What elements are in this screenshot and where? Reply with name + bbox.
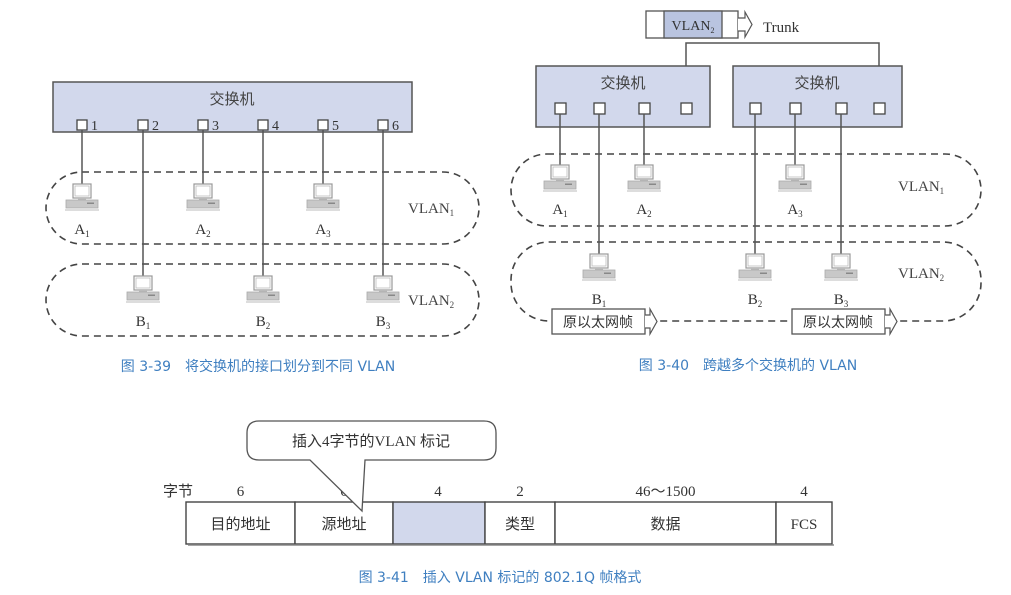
computer-icon — [245, 275, 281, 304]
port-number: 1 — [91, 119, 98, 134]
port-3 — [197, 119, 209, 131]
computer-icon — [125, 275, 161, 304]
host-b2-label: B2 — [748, 292, 763, 309]
vlan1-label: VLAN1 — [408, 201, 454, 218]
switch-right — [732, 65, 903, 128]
bytes-label: 字节 — [163, 483, 193, 500]
switch-right-label: 交换机 — [794, 74, 839, 92]
port — [593, 102, 606, 115]
port-4 — [257, 119, 269, 131]
field-2 — [294, 501, 394, 545]
vlan2-label: VLAN2 — [898, 266, 944, 283]
port — [680, 102, 693, 115]
port — [554, 102, 567, 115]
trunk-frame-tag-label: VLAN2 — [672, 19, 715, 35]
callout-text: 插入4字节的VLAN 标记 — [292, 433, 450, 450]
host-a1-label: A1 — [74, 222, 89, 239]
trunk-arrow-icon — [738, 9, 753, 40]
vlan1-label: VLAN1 — [898, 179, 944, 196]
port-number: 5 — [332, 119, 339, 134]
port-number: 6 — [392, 119, 399, 134]
figure-3-40: VLAN2 Trunk 交换机 交换机 VLAN1 VLAN2 A1 A2 A3B1… — [510, 9, 982, 374]
switch-label: 交换机 — [209, 90, 254, 108]
caption-3-39: 图 3-39 将交换机的接口划分到不同 VLAN — [121, 358, 395, 375]
port-1 — [76, 119, 88, 131]
vlan2-boundary — [510, 241, 982, 322]
port-row — [554, 102, 886, 115]
caption-3-40: 图 3-40 跨越多个交换机的 VLAN — [639, 357, 857, 374]
trunk-label: Trunk — [763, 20, 800, 36]
original-frame-right: 原以太网帧 — [791, 306, 898, 337]
vlan2-label: VLAN2 — [408, 293, 454, 310]
field-name: 类型 — [505, 516, 535, 533]
field-4 — [484, 501, 556, 545]
host-a3-label: A3 — [315, 222, 331, 239]
switch-left — [535, 65, 711, 128]
computer-icon — [365, 275, 401, 304]
port-number: 3 — [212, 119, 219, 134]
field-name: 目的地址 — [210, 516, 270, 533]
field-1 — [185, 501, 296, 545]
computer-icon — [737, 253, 773, 282]
field-3 — [392, 501, 486, 545]
host-b1-label: B1 — [136, 314, 151, 331]
host-b1-label: B1 — [592, 292, 607, 309]
port-number: 4 — [272, 119, 279, 134]
original-frame-left: 原以太网帧 — [551, 306, 658, 337]
computer-icon — [581, 253, 617, 282]
caption-3-41: 图 3-41 插入 VLAN 标记的 802.1Q 帧格式 — [359, 570, 642, 586]
computer-icon — [823, 253, 859, 282]
frame-arrow-icon — [645, 306, 658, 337]
port — [638, 102, 651, 115]
port-number: 2 — [152, 119, 159, 134]
switch-left-label: 交换机 — [600, 74, 645, 92]
port-2 — [137, 119, 149, 131]
host-b3-label: B3 — [376, 314, 391, 331]
svg-text:原以太网帧: 原以太网帧 — [803, 315, 873, 331]
field-size: 2 — [516, 484, 524, 500]
port — [789, 102, 802, 115]
host-a3-label: A3 — [787, 202, 803, 219]
computer-icon — [777, 164, 813, 193]
field-name: 数据 — [650, 516, 680, 533]
computer-icon — [64, 183, 100, 212]
trunk-frame-vlan-tag — [663, 10, 723, 39]
field-name: 源地址 — [321, 516, 366, 533]
host-a2-label: A2 — [636, 202, 651, 219]
port — [835, 102, 848, 115]
computer-icon — [626, 164, 662, 193]
callout-bubble — [246, 420, 497, 513]
port — [749, 102, 762, 115]
field-size: 6 — [237, 484, 245, 500]
host-b2-label: B2 — [256, 314, 271, 331]
switch-box — [52, 81, 413, 133]
host-a1-label: A1 — [552, 202, 567, 219]
field-size: 46～1500 — [635, 484, 695, 500]
field-size: 4 — [800, 484, 808, 500]
computer-icon — [185, 183, 221, 212]
host-a2-label: A2 — [195, 222, 210, 239]
host-b3-label: B3 — [834, 292, 849, 309]
vlan1-boundary — [510, 153, 982, 227]
frame-arrow-icon — [885, 306, 898, 337]
field-size: 4 — [434, 484, 442, 500]
port-5 — [317, 119, 329, 131]
computer-icon — [542, 164, 578, 193]
computer-icon — [305, 183, 341, 212]
field-5 — [554, 501, 777, 545]
field-name: FCS — [791, 517, 818, 533]
port — [873, 102, 886, 115]
field-6 — [775, 501, 833, 545]
svg-text:原以太网帧: 原以太网帧 — [563, 315, 633, 331]
port-6 — [377, 119, 389, 131]
